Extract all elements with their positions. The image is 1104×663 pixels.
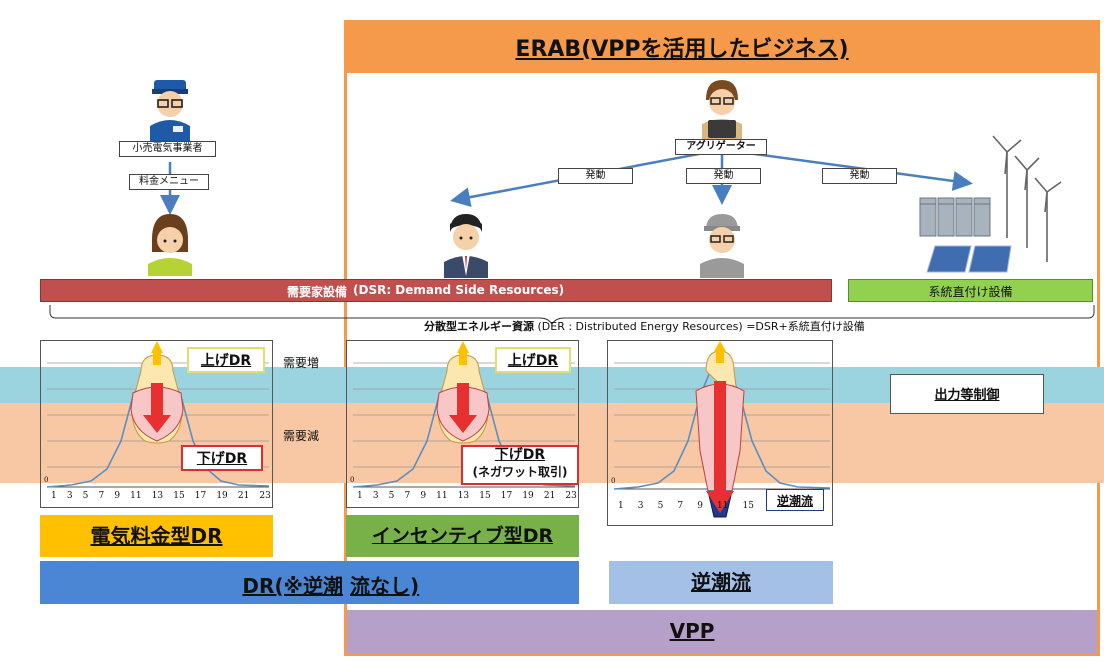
dsr-bar-right-label: (DSR: Demand Side Resources) <box>353 283 565 297</box>
business-consumer-icon <box>444 214 488 278</box>
dsr-bar: 需要家設備 (DSR: Demand Side Resources) <box>40 279 832 302</box>
chart-1-up-dr: 上げDR <box>187 347 265 373</box>
der-description: 分散型エネルギー資源 (DER : Distributed Energy Res… <box>424 318 865 334</box>
aggregator-label: アグリゲーター <box>675 139 767 155</box>
chart-1-down-dr: 下げDR <box>181 445 263 471</box>
der-rest: (DER : Distributed Energy Resources) =DS… <box>537 320 865 333</box>
aggregator-person-icon <box>702 80 742 140</box>
demand-increase-label: 需要増 <box>283 356 320 370</box>
retailer-label: 小売電気事業者 <box>119 141 216 157</box>
dr-no-reverse-flow-bar: DR(※逆潮 流なし) <box>40 561 579 604</box>
grid-equipment-icon <box>919 135 1062 273</box>
dr-label-part2: 流なし) <box>350 574 420 598</box>
price-dr-label: 電気料金型DR <box>40 515 273 557</box>
erab-title: ERAB(VPPを活用したビジネス) <box>515 36 849 62</box>
arrow-to-grid <box>724 148 973 191</box>
chart-2-down-dr: 下げDR (ネガワット取引) <box>461 445 579 485</box>
chart-reverse-flow-plot <box>613 341 831 518</box>
rate-menu-label: 料金メニュー <box>129 174 209 190</box>
factory-worker-icon <box>700 214 744 278</box>
der-bracket <box>49 305 1095 325</box>
activation-label-2: 発動 <box>686 168 761 184</box>
reverse-flow-bar: 逆潮流 <box>609 561 833 604</box>
chart-2-up-dr: 上げDR <box>495 347 571 373</box>
dr-label-part1: DR(※逆潮 <box>242 574 343 598</box>
activation-label-3: 発動 <box>822 168 897 184</box>
chart-3-reverse-flow-label: 逆潮流 <box>766 489 824 511</box>
retailer-person-icon <box>150 80 190 142</box>
dsr-bar-left-label: 需要家設備 <box>286 285 347 299</box>
activation-label-1: 発動 <box>558 168 633 184</box>
output-control-box: 出力等制御 <box>890 374 1044 414</box>
vpp-bar: VPP <box>347 610 1097 653</box>
household-consumer-icon <box>148 214 192 276</box>
demand-decrease-label: 需要減 <box>283 429 320 443</box>
chart-2-y0: 0 <box>350 476 355 484</box>
chart-1-y0: 0 <box>44 476 49 484</box>
grid-equipment-label: 系統直付け設備 <box>928 285 1013 299</box>
grid-equipment-bar: 系統直付け設備 <box>848 279 1093 302</box>
chart-price-dr-plot <box>46 341 270 488</box>
der-bold: 分散型エネルギー資源 <box>424 320 534 333</box>
chart-3-y0: 0 <box>611 477 616 485</box>
incentive-dr-label: インセンティブ型DR <box>346 515 579 557</box>
erab-title-bar: ERAB(VPPを活用したビジネス) <box>344 20 1100 73</box>
